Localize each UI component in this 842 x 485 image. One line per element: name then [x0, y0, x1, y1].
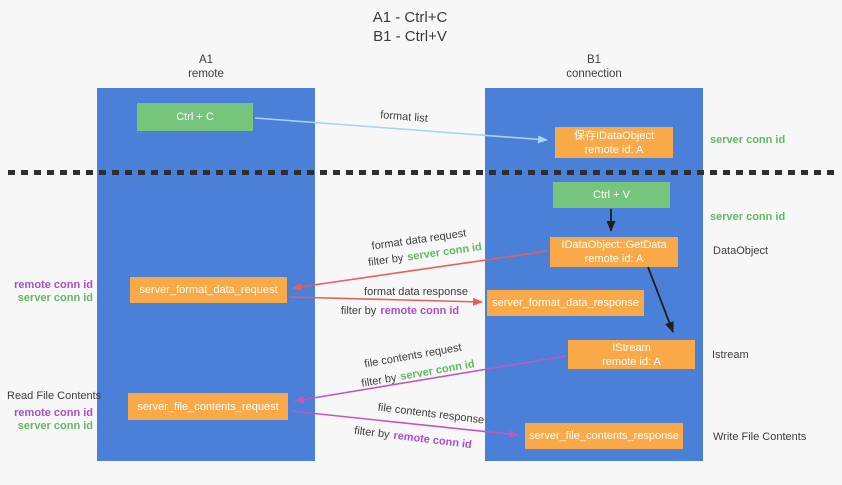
remote-conn-id-key: remote conn id — [380, 305, 460, 317]
server-format-data-request-box: server_format_data_request — [130, 277, 287, 303]
lane-header-a1: A1 remote — [97, 53, 315, 81]
server-file-contents-request-label: server_file_contents_request — [137, 400, 279, 413]
title-line-1: A1 - Ctrl+C — [372, 9, 448, 26]
server-conn-id-mid-label: server conn id — [710, 211, 786, 223]
remote-conn-id-key: remote conn id — [392, 429, 473, 452]
server-file-contents-response-label: server_file_contents_response — [529, 430, 679, 442]
server-format-data-request-label: server_format_data_request — [139, 284, 278, 296]
ctrl-c-box: Ctrl + C — [137, 103, 253, 131]
server-conn-id-top-label: server conn id — [710, 134, 786, 146]
format-list-label: format list — [379, 109, 429, 125]
remote-conn-id-label: remote conn id — [14, 407, 93, 419]
read-file-contents-label: Read File Contents — [7, 390, 102, 402]
write-file-contents-label: Write File Contents — [713, 431, 807, 443]
server-format-data-response-label: server_format_data_response — [492, 297, 639, 309]
ctrl-v-label: Ctrl + V — [593, 189, 630, 201]
server-conn-id-label: server conn id — [17, 292, 93, 304]
filter-by-text: filter by — [353, 424, 391, 442]
getdata-line2: remote id: A — [584, 253, 644, 265]
format-data-response-label: format data response — [364, 286, 468, 298]
save-dataobject-box: 保存IDataObject remote id: A — [555, 127, 673, 158]
save-dataobject-line1: 保存IDataObject — [573, 129, 655, 142]
istream-line1: IStream — [612, 341, 651, 354]
diagram-title: A1 - Ctrl+C B1 - Ctrl+V — [330, 8, 490, 46]
title-line-2: B1 - Ctrl+V — [373, 28, 447, 45]
left-conn-ids-format: remote conn id server conn id — [0, 279, 93, 305]
istream-label: Istream — [712, 349, 749, 361]
remote-conn-id-label: remote conn id — [14, 279, 93, 291]
lane-a1-name: A1 — [198, 54, 214, 66]
server-file-contents-request-box: server_file_contents_request — [128, 393, 288, 420]
lane-b1-name: B1 — [586, 54, 602, 66]
dashed-divider-line — [8, 170, 836, 175]
istream-box: IStream remote id: A — [568, 340, 695, 369]
ctrl-c-label: Ctrl + C — [176, 111, 214, 123]
getdata-line1: IDataObject::GetData — [561, 239, 667, 251]
getdata-box: IDataObject::GetData remote id: A — [550, 237, 678, 267]
lane-header-b1: B1 connection — [485, 53, 703, 81]
filter-by-text: filter by — [340, 305, 377, 317]
server-conn-id-label: server conn id — [17, 420, 93, 432]
dataobject-label: DataObject — [713, 245, 769, 257]
left-conn-ids-file: remote conn id server conn id — [0, 407, 93, 433]
filter-by-text: filter by — [367, 252, 405, 269]
lane-a1-subtitle: remote — [188, 68, 224, 80]
filter-by-text: filter by — [360, 371, 398, 390]
server-file-contents-response-box: server_file_contents_response — [525, 423, 683, 449]
server-format-data-response-box: server_format_data_response — [487, 290, 644, 316]
save-dataobject-line2: remote id: A — [584, 143, 644, 156]
istream-line2: remote id: A — [602, 355, 661, 368]
file-contents-response-label: file contents response — [377, 401, 485, 427]
lane-b1-subtitle: connection — [566, 68, 622, 80]
ctrl-v-box: Ctrl + V — [553, 182, 670, 208]
